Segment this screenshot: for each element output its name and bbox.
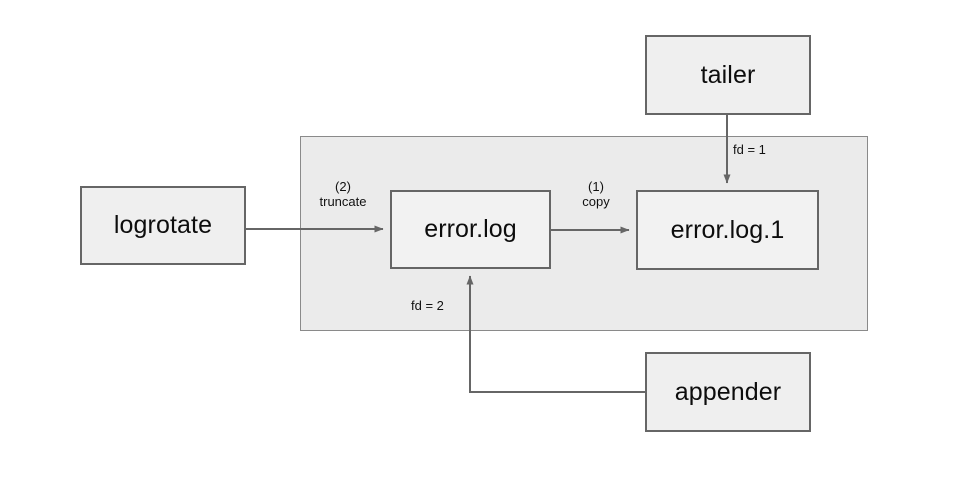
node-logrotate[interactable]: logrotate [80,186,246,265]
node-error-log-label: error.log [424,215,517,243]
node-error-log[interactable]: error.log [390,190,551,269]
node-tailer[interactable]: tailer [645,35,811,115]
node-tailer-label: tailer [700,60,756,89]
node-appender-label: appender [674,377,782,406]
node-appender[interactable]: appender [645,352,811,432]
node-error-log-1-label: error.log.1 [670,215,785,244]
node-error-log-1[interactable]: error.log.1 [636,190,819,270]
edge-label-copy: (1) copy [582,179,610,209]
edge-label-truncate: (2) truncate [319,179,367,209]
edge-label-fd-2: fd = 2 [411,298,444,313]
node-logrotate-label: logrotate [113,211,213,239]
edge-label-fd-1: fd = 1 [733,142,766,157]
